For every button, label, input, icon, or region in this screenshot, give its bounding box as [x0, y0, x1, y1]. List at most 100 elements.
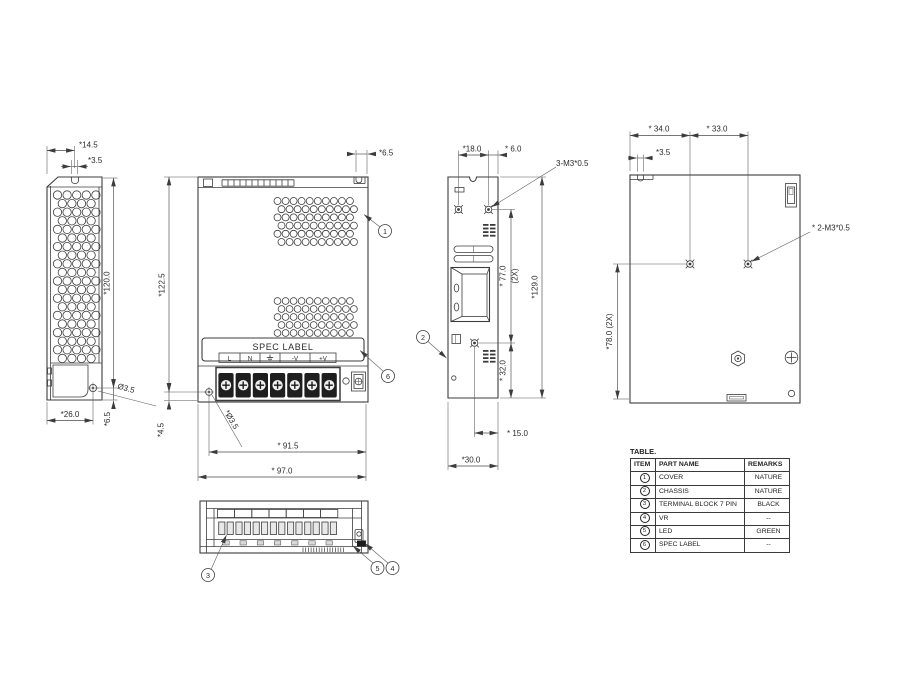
dim-side-mount-height: *120.0: [103, 271, 112, 295]
side-mount-screw: [87, 382, 99, 394]
front-vent-holes-lower: [273, 297, 358, 337]
callout-6: 6: [359, 350, 395, 383]
callout-2: 2: [416, 330, 447, 359]
remarks-cell: NATURE: [744, 484, 790, 500]
spec-label-box: [201, 337, 365, 362]
back-view-dimensions: * 34.0 * 33.0 *3.5 * 2-M3*0.5 *78.0 (2X): [605, 125, 850, 400]
remarks-cell: --: [744, 511, 790, 527]
dim-front-screw-offset: *4.5: [157, 422, 166, 437]
bottom-slot: [726, 394, 747, 402]
mounting-pin-back: [637, 175, 644, 182]
led-hole: [342, 377, 350, 385]
dim-front-inner-width: * 91.5: [278, 442, 299, 451]
terminal-screws: [218, 373, 337, 398]
side-vent-holes: [52, 190, 101, 363]
item-number-badge: 3: [639, 499, 650, 510]
col-header-remarks: REMARKS: [744, 457, 790, 473]
mounting-pin-top: [355, 177, 363, 184]
dim-right-lower-hole-height: * 32.0: [499, 359, 508, 380]
part-name-cell: VR: [655, 511, 745, 527]
table-header-row: ITEM PART NAME REMARKS: [630, 457, 790, 473]
parts-table: TABLE. ITEM PART NAME REMARKS 1 COVER NA…: [630, 447, 792, 553]
svg-text:6: 6: [386, 372, 390, 381]
part-name-cell: SPEC LABEL: [655, 538, 745, 553]
terminal-block: [215, 366, 341, 402]
front-top-ribs: [221, 179, 295, 187]
item-number-badge: 6: [639, 539, 650, 550]
dim-side-pin-offset: *14.5: [79, 141, 98, 150]
grille-marks: [483, 224, 496, 363]
item-number-badge: 4: [639, 513, 650, 523]
dim-front-top-notch: *6.5: [379, 149, 394, 158]
table-row: 2 CHASSIS NATURE: [630, 484, 790, 500]
dim-back-hole-left-offset: * 34.0: [649, 125, 670, 134]
dim-side-pin-width: *3.5: [88, 156, 103, 165]
svg-text:2: 2: [421, 333, 425, 342]
col-header-part-name: PART NAME: [655, 457, 745, 473]
side-view-dimensions: *14.5 *3.5 *120.0 *26.0 *6.5 Ø3.5: [46, 141, 157, 426]
col-header-item: ITEM: [630, 457, 656, 473]
remarks-cell: NATURE: [744, 471, 790, 486]
thread-callout-back: * 2-M3*0.5: [812, 224, 850, 233]
small-hole-back: [787, 389, 796, 398]
table-title: TABLE.: [630, 447, 657, 456]
dim-side-hole-diameter: Ø3.5: [116, 382, 136, 395]
remarks-cell: GREEN: [744, 525, 790, 540]
terminal-label-N: N: [248, 356, 252, 363]
table-row: 1 COVER NATURE: [630, 471, 790, 486]
dim-right-edge-offset: * 6.0: [505, 145, 522, 154]
dim-front-hole-diameter: *Ø3.5: [222, 409, 240, 432]
front-view: SPEC LABEL L N -V +V: [157, 149, 394, 481]
svg-text:5: 5: [376, 564, 380, 573]
dim-right-hole-span: *18.0: [463, 145, 482, 154]
front-mount-screw: [204, 387, 214, 397]
dim-back-hole-height: *78.0 (2X): [605, 313, 614, 349]
svg-text:3: 3: [206, 571, 210, 580]
item-number-badge: 1: [639, 472, 650, 483]
svg-text:4: 4: [391, 564, 395, 573]
table-row: 4 VR --: [630, 511, 790, 527]
bottom-vent-ticks: [302, 547, 344, 552]
part-name-cell: CHASSIS: [655, 484, 745, 500]
right-side-view: *18.0 * 6.0 3-M3*0.5 * 77.0 (2X) *129.0 …: [447, 145, 589, 470]
dim-right-total-height: *129.0: [531, 275, 540, 299]
terminal-label-L: L: [228, 356, 232, 363]
remarks-cell: BLACK: [744, 498, 790, 513]
output-connector: [351, 371, 366, 392]
callouts: 1 6 2 3 5 4: [201, 214, 447, 582]
bottom-view: [199, 500, 369, 554]
dim-back-pin-width: *3.5: [656, 148, 671, 157]
table-row: 5 LED GREEN: [630, 525, 790, 540]
dim-front-height: *122.5: [158, 273, 167, 297]
thread-holes-back: [685, 259, 753, 269]
dim-side-bottom-width: *26.0: [61, 410, 80, 419]
remarks-cell: --: [744, 538, 790, 553]
dim-right-lower-hole-offset: * 15.0: [507, 429, 528, 438]
earth-ground-icon: [266, 354, 274, 362]
hex-nut: [731, 350, 745, 367]
top-slot: [454, 187, 465, 193]
small-hole: [451, 375, 457, 381]
dim-front-total-width: * 97.0: [272, 467, 293, 476]
front-vent-holes-upper: [273, 197, 358, 246]
dim-right-depth: *30.0: [462, 456, 481, 465]
table-row: 6 SPEC LABEL --: [630, 538, 790, 553]
terminal-label-negV: -V: [292, 356, 299, 363]
callout-1: 1: [363, 214, 392, 238]
power-switch: [450, 266, 491, 323]
item-number-badge: 2: [639, 486, 650, 497]
table-row: 3 TERMINAL BLOCK 7 PIN BLACK: [630, 498, 790, 513]
dim-side-bottom-offset: *6.5: [103, 411, 112, 426]
svg-text:1: 1: [383, 227, 387, 236]
back-connector: [785, 183, 797, 208]
terminal-label-strip: L N -V +V: [218, 352, 337, 363]
part-name-cell: COVER: [655, 471, 745, 486]
dim-right-hole-height: * 77.0: [499, 265, 508, 286]
mounting-pin: [71, 177, 79, 185]
item-number-badge: 5: [639, 526, 650, 537]
back-view: * 34.0 * 33.0 *3.5 * 2-M3*0.5 *78.0 (2X): [605, 125, 850, 404]
callout-5: 5: [352, 545, 385, 575]
callout-4: 4: [364, 543, 400, 575]
